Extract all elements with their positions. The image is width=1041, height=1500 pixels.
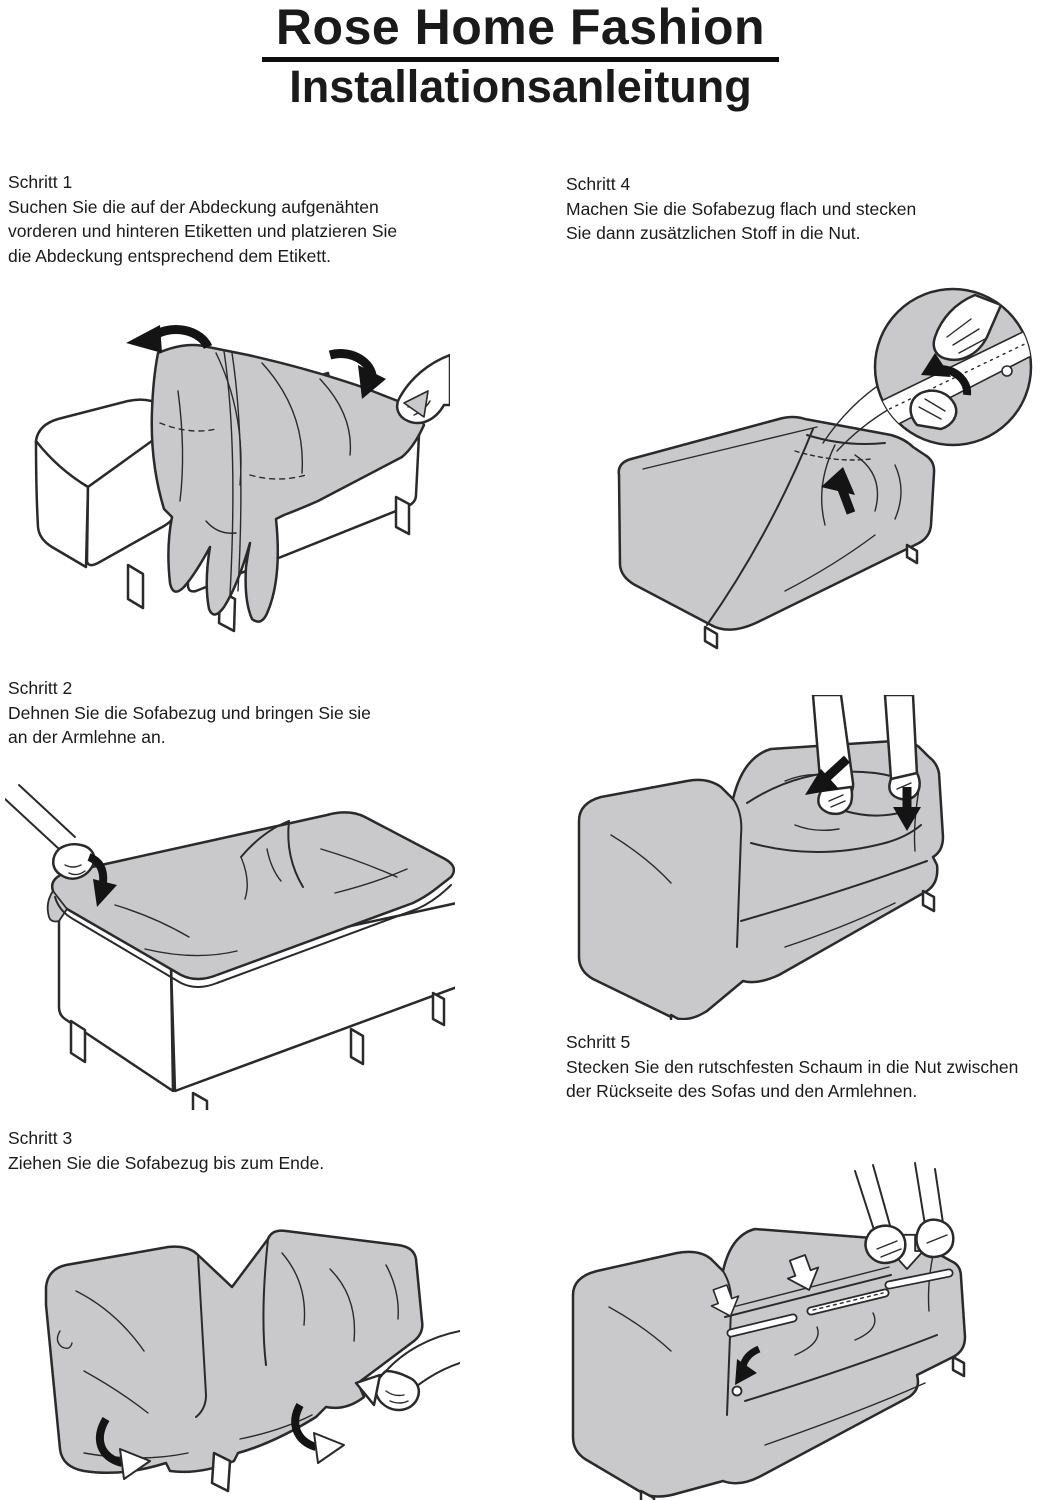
step-4-line: Machen Sie die Sofabezug flach und steck… [566,198,917,219]
step-1-line: vorderen und hinteren Etiketten und plat… [8,221,398,241]
step-4-illustration-tuck-behind-seat-back [555,695,1041,1020]
step-2-text: Schritt 2 Dehnen Sie die Sofabezug und b… [8,676,371,750]
step-1-line: Suchen Sie die auf der Abdeckung aufgenä… [8,196,379,217]
step-5-label: Schritt 5 [566,1032,631,1052]
step-2-illustration-cover-over-armrest [5,765,455,1110]
step-5-text: Schritt 5 Stecken Sie den rutschfesten S… [566,1030,1018,1104]
step-2-line: Dehnen Sie die Sofabezug und bringen Sie… [8,702,371,723]
step-1-label: Schritt 1 [8,172,73,192]
step-4-label: Schritt 4 [566,174,631,194]
step-5-illustration-insert-foam-rods [555,1155,1041,1500]
header: Rose Home Fashion Installationsanleitung [0,0,1041,110]
page-subtitle: Installationsanleitung [289,61,752,112]
page-title: Rose Home Fashion [261,0,780,62]
step-3-label: Schritt 3 [8,1128,73,1148]
step-4-illustration-flatten-cover-magnifier [555,275,1041,690]
step-5-line: Stecken Sie den rutschfesten Schaum in d… [566,1056,1019,1077]
step-5-line: der Rückseite des Sofas und den Armlehne… [566,1081,918,1101]
step-1-illustration-sofa-draped-cover [10,295,450,650]
step-4-text: Schritt 4 Machen Sie die Sofabezug flach… [566,172,916,246]
step-2-label: Schritt 2 [8,678,73,698]
step-1-line: die Abdeckung entsprechend dem Etikett. [8,245,331,266]
step-4-line: Sie dann zusätzlichen Stoff in die Nut. [566,223,861,243]
step-2-line: an der Armlehne an. [8,727,166,747]
step-3-illustration-pull-cover-back-view [20,1195,460,1500]
step-1-text: Schritt 1 Suchen Sie die auf der Abdecku… [8,170,397,268]
step-3-line: Ziehen Sie die Sofabezug bis zum Ende. [8,1152,325,1173]
step-3-text: Schritt 3 Ziehen Sie die Sofabezug bis z… [8,1126,324,1175]
